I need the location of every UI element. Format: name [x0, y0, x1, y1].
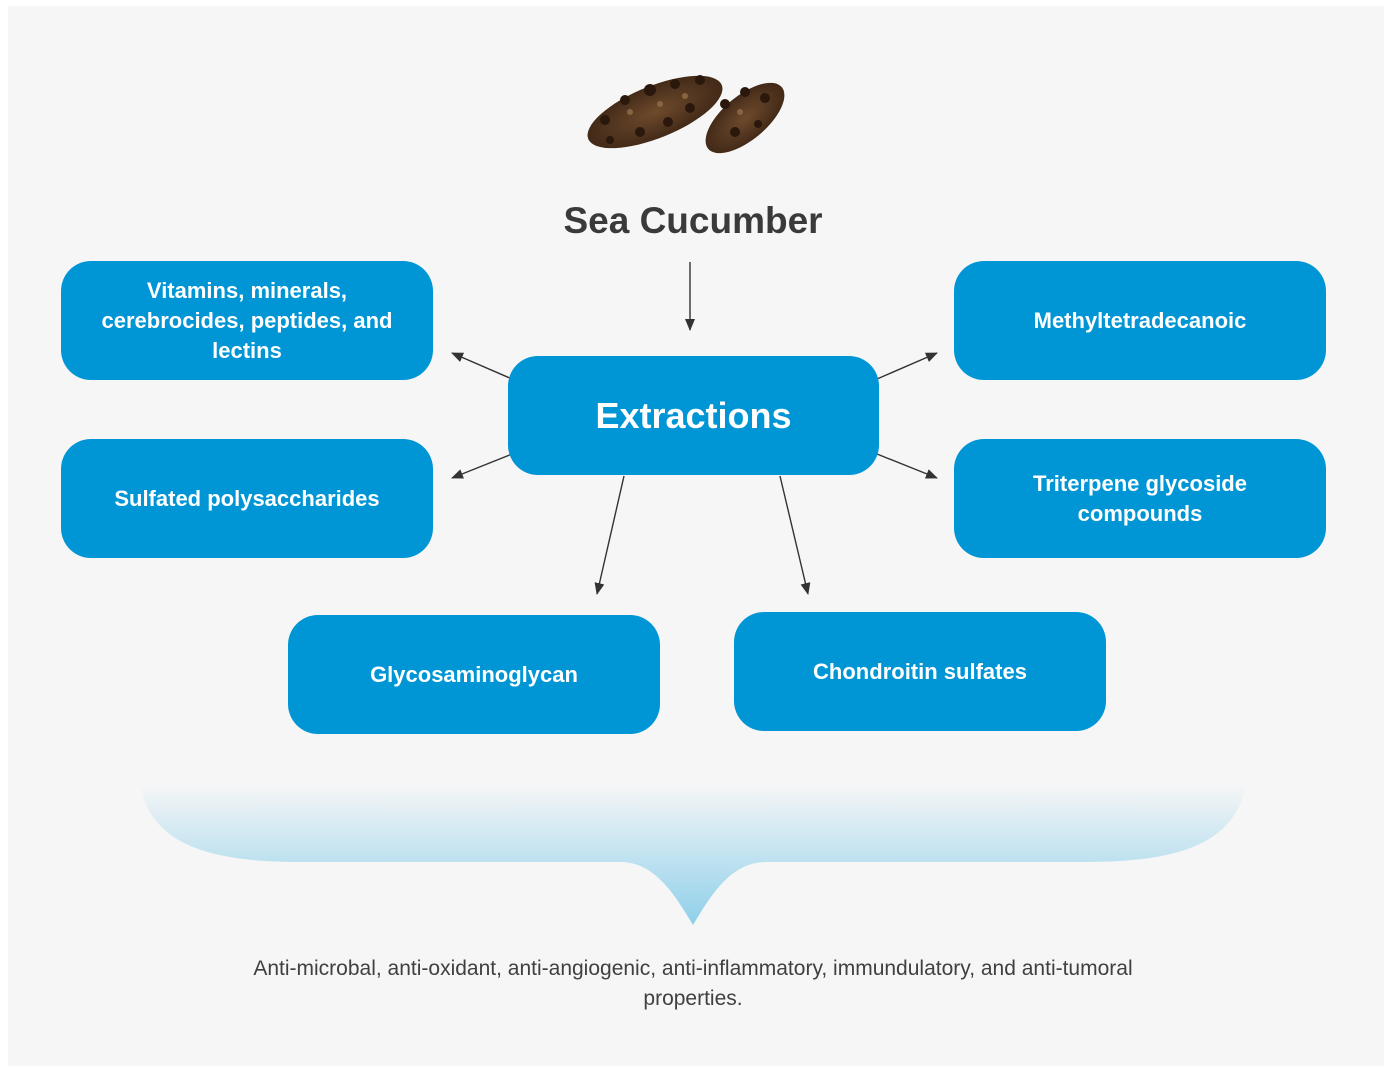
extractions-label: Extractions: [595, 396, 791, 436]
properties-text: Anti-microbal, anti-oxidant, anti-angiog…: [250, 954, 1136, 1014]
box-extractions: Extractions: [508, 356, 879, 475]
arrow-to-sulfated: [452, 454, 512, 478]
box-chondroitin-sulfates: Chondroitin sulfates: [734, 612, 1106, 731]
box-vitamins: Vitamins, minerals, cerebrocides, peptid…: [61, 261, 433, 380]
arrow-to-triterpene: [877, 454, 937, 478]
glycos-label: Glycosaminoglycan: [370, 660, 578, 690]
arrow-to-glycos: [597, 476, 624, 594]
box-methyltetradecanoic: Methyltetradecanoic: [954, 261, 1326, 380]
sea-cucumber-image: [579, 61, 796, 166]
diagram-title: Sea Cucumber: [493, 200, 893, 242]
arrow-to-chondroitin: [780, 476, 808, 594]
brace-shape: [140, 784, 1246, 925]
vitamins-label: Vitamins, minerals, cerebrocides, peptid…: [73, 276, 421, 366]
chondroitin-label: Chondroitin sulfates: [813, 657, 1027, 687]
triterpene-label: Triterpene glycoside compounds: [1014, 469, 1266, 529]
arrow-to-methyl: [877, 353, 937, 379]
arrow-to-vitamins: [452, 353, 512, 379]
box-glycosaminoglycan: Glycosaminoglycan: [288, 615, 660, 734]
box-sulfated-polysaccharides: Sulfated polysaccharides: [61, 439, 433, 558]
box-triterpene: Triterpene glycoside compounds: [954, 439, 1326, 558]
sulfated-label: Sulfated polysaccharides: [114, 484, 379, 514]
methyl-label: Methyltetradecanoic: [1034, 306, 1247, 336]
